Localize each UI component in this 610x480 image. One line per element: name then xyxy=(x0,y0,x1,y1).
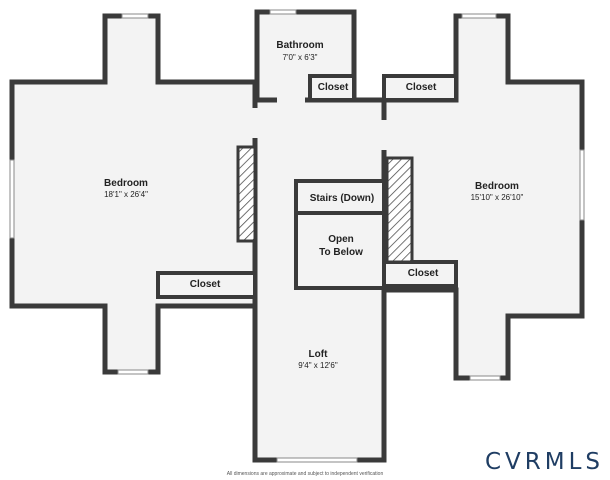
window-left-bottom xyxy=(117,369,149,375)
window-right-side xyxy=(579,149,585,221)
loft-label: Loft xyxy=(309,349,329,360)
stairs-label: Stairs (Down) xyxy=(310,193,374,204)
bedroom-left-dims: 18'1" x 26'4" xyxy=(104,190,148,199)
closet-right-bottom-area xyxy=(382,260,458,288)
door-opening-right xyxy=(380,120,389,150)
stairs-area xyxy=(294,179,386,215)
bedroom-right-dims: 15'10" x 26'10" xyxy=(471,193,524,202)
cvrmls-logo: CVRMLS xyxy=(484,449,604,475)
closet-bath-area xyxy=(308,74,356,102)
closet-right-top-label: Closet xyxy=(406,82,437,93)
bedroom-right-label: Bedroom xyxy=(475,181,519,192)
window-loft-bottom xyxy=(276,457,358,463)
disclaimer-text: All dimensions are approximate and subje… xyxy=(226,471,384,477)
bedroom-left-label: Bedroom xyxy=(104,178,148,189)
window-right-bottom xyxy=(469,375,501,381)
closet-left-label: Closet xyxy=(190,279,221,290)
window-left-top xyxy=(121,13,149,19)
open-below-area xyxy=(294,211,386,290)
closet-right-top-area xyxy=(382,74,458,102)
closet-bath-label: Closet xyxy=(318,82,349,93)
hatched-block-left xyxy=(236,145,257,243)
bathroom-label: Bathroom xyxy=(276,40,323,51)
loft-dims: 9'4" x 12'6" xyxy=(298,361,338,370)
open-below-label-line1: Open xyxy=(328,234,354,245)
open-below-label-line2: To Below xyxy=(319,247,363,258)
window-right-top xyxy=(461,13,497,19)
window-left-side xyxy=(9,159,15,239)
door-opening-bath xyxy=(277,96,305,105)
window-bath-top xyxy=(269,9,297,15)
closet-right-bottom-label: Closet xyxy=(408,268,439,279)
bathroom-dims: 7'0" x 6'3" xyxy=(283,53,318,62)
closet-left-area xyxy=(156,271,257,299)
door-opening-left xyxy=(251,108,260,138)
hatched-block-right xyxy=(385,156,414,264)
